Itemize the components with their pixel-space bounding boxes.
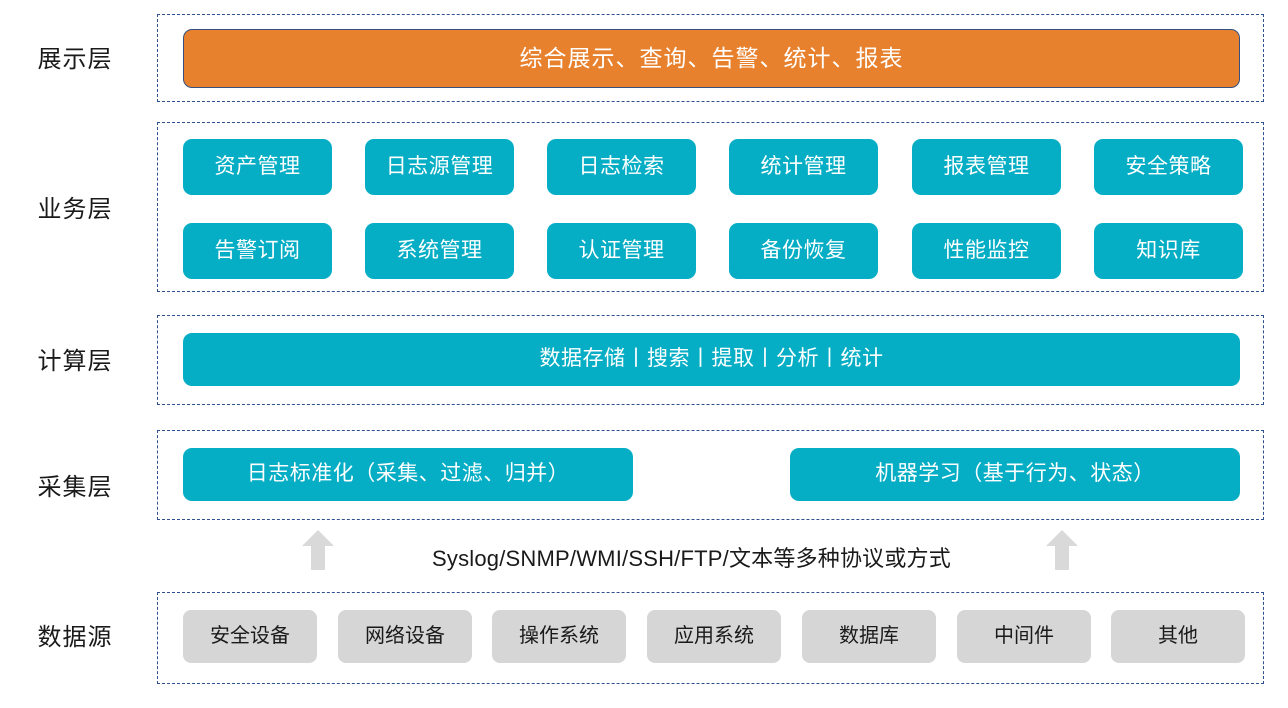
business-box-alarm-subscription[interactable]: 告警订阅 [183,223,332,279]
collection-box-machine-learning[interactable]: 机器学习（基于行为、状态） [790,448,1240,501]
computing-box-storage-search-extract-analyze-stat[interactable]: 数据存储丨搜索丨提取丨分析丨统计 [183,333,1240,386]
protocol-label: Syslog/SNMP/WMI/SSH/FTP/文本等多种协议或方式 [432,546,951,571]
layer-label-computing: 计算层 [37,348,113,375]
layer-container-business: 资产管理 日志源管理 日志检索 统计管理 报表管理 安全策略 告警订阅 系统管理… [157,122,1264,292]
datasource-box-security-devices[interactable]: 安全设备 [183,610,317,663]
business-box-system-management[interactable]: 系统管理 [365,223,514,279]
datasource-box-database[interactable]: 数据库 [802,610,936,663]
business-box-backup-recovery[interactable]: 备份恢复 [729,223,878,279]
business-box-performance-monitoring[interactable]: 性能监控 [912,223,1061,279]
layer-label-presentation: 展示层 [37,46,113,73]
arrow-up-left-icon [301,529,335,571]
datasource-box-other[interactable]: 其他 [1111,610,1245,663]
layer-container-computing: 数据存储丨搜索丨提取丨分析丨统计 [157,315,1264,405]
layer-label-datasource: 数据源 [37,624,113,651]
business-box-log-search[interactable]: 日志检索 [547,139,696,195]
business-box-statistics-management[interactable]: 统计管理 [729,139,878,195]
business-box-report-management[interactable]: 报表管理 [912,139,1061,195]
business-box-security-policy[interactable]: 安全策略 [1094,139,1243,195]
layer-container-collection: 日志标准化（采集、过滤、归并） 机器学习（基于行为、状态） [157,430,1264,520]
datasource-box-network-devices[interactable]: 网络设备 [338,610,472,663]
business-box-asset-management[interactable]: 资产管理 [183,139,332,195]
datasource-box-application-system[interactable]: 应用系统 [647,610,781,663]
arrow-up-right-icon [1045,529,1079,571]
business-box-authentication-management[interactable]: 认证管理 [547,223,696,279]
datasource-box-operating-system[interactable]: 操作系统 [492,610,626,663]
presentation-box-comprehensive[interactable]: 综合展示、查询、告警、统计、报表 [183,29,1240,88]
layer-label-collection: 采集层 [37,474,113,501]
business-box-knowledge-base[interactable]: 知识库 [1094,223,1243,279]
datasource-box-middleware[interactable]: 中间件 [957,610,1091,663]
layer-container-datasource: 安全设备 网络设备 操作系统 应用系统 数据库 中间件 其他 [157,592,1264,684]
layer-container-presentation: 综合展示、查询、告警、统计、报表 [157,14,1264,102]
layer-label-business: 业务层 [37,196,113,223]
business-box-log-source-management[interactable]: 日志源管理 [365,139,514,195]
collection-box-log-normalization[interactable]: 日志标准化（采集、过滤、归并） [183,448,633,501]
